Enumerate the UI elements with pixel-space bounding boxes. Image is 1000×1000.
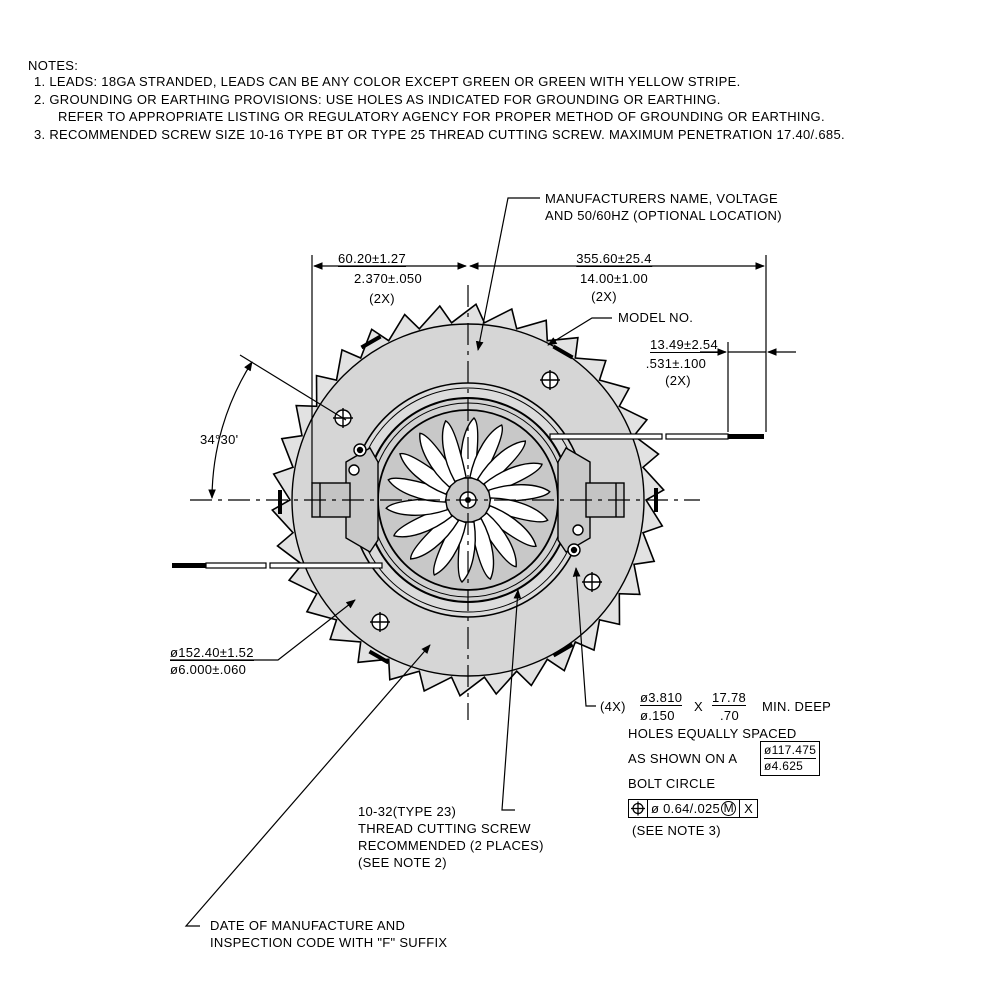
callout-model-no: MODEL NO. [618,310,694,325]
impeller-blades [385,417,551,583]
callout-manufacturer-line1: MANUFACTURERS NAME, VOLTAGE [545,191,778,206]
mmc-modifier: M [721,801,737,816]
lead-wires [172,433,764,569]
bolt-circle-box: ø117.475 ø4.625 [760,741,821,776]
callout-screw-line1: 10-32(TYPE 23) [358,804,457,819]
dim-lead-length-qty: (2X) [591,289,617,304]
holes-depth-metric: 17.78 [712,690,747,706]
dim-strip-length-metric: 13.49±2.54 [650,337,718,353]
holes-dia-imperial: ø.150 [640,708,675,723]
dim-left-width-qty: (2X) [369,291,395,306]
callout-screw-line3: RECOMMENDED (2 PLACES) [358,838,544,853]
mounting-holes [333,370,602,632]
holes-line1: HOLES EQUALLY SPACED [628,726,797,741]
position-tolerance-frame: ø 0.64/.025 M X [628,799,759,818]
holes-depth-imperial: .70 [720,708,739,723]
dim-lead-length-metric: 355.60±25.4 [576,251,652,267]
holes-qty: (4X) [600,699,626,714]
position-tolerance-value: ø 0.64/.025 [651,801,721,816]
holes-line2: AS SHOWN ON A [628,751,738,766]
callout-screw-line4: (SEE NOTE 2) [358,855,447,870]
holes-line3: BOLT CIRCLE [628,776,716,791]
dim-strip-length-qty: (2X) [665,373,691,388]
dim-left-width-metric: 60.20±1.27 [338,251,406,267]
callout-date-line1: DATE OF MANUFACTURE AND [210,918,406,933]
center-lines [190,285,700,720]
holes-note: (SEE NOTE 3) [632,823,721,838]
bolt-circle-metric: ø117.475 [764,743,817,759]
dim-diameter-metric: ø152.40±1.52 [170,645,254,661]
impeller-blade [441,419,467,483]
position-symbol-icon [629,800,648,817]
dim-lead-length-imperial: 14.00±1.00 [580,271,648,286]
notes-heading: NOTES: [28,58,79,73]
note-2: 2. GROUNDING OR EARTHING PROVISIONS: USE… [34,92,721,107]
callout-screw-line2: THREAD CUTTING SCREW [358,821,531,836]
note-2-continued: REFER TO APPROPRIATE LISTING OR REGULATO… [58,109,825,124]
bolt-circle-imperial: ø4.625 [764,759,804,773]
dim-diameter-imperial: ø6.000±.060 [170,662,247,677]
note-3: 3. RECOMMENDED SCREW SIZE 10-16 TYPE BT … [34,127,845,142]
holes-times: X [694,699,703,714]
datum-reference: X [744,801,754,816]
note-1: 1. LEADS: 18GA STRANDED, LEADS CAN BE AN… [34,74,741,89]
dim-angle: 34°30' [200,432,239,447]
callout-manufacturer-line2: AND 50/60HZ (OPTIONAL LOCATION) [545,208,782,223]
dim-left-width-imperial: 2.370±.050 [354,271,422,286]
dim-strip-length-imperial: .531±.100 [645,356,707,371]
holes-dia-metric: ø3.810 [640,690,683,706]
holes-depth-suffix: MIN. DEEP [762,699,832,714]
callout-date-line2: INSPECTION CODE WITH "F" SUFFIX [210,935,448,950]
